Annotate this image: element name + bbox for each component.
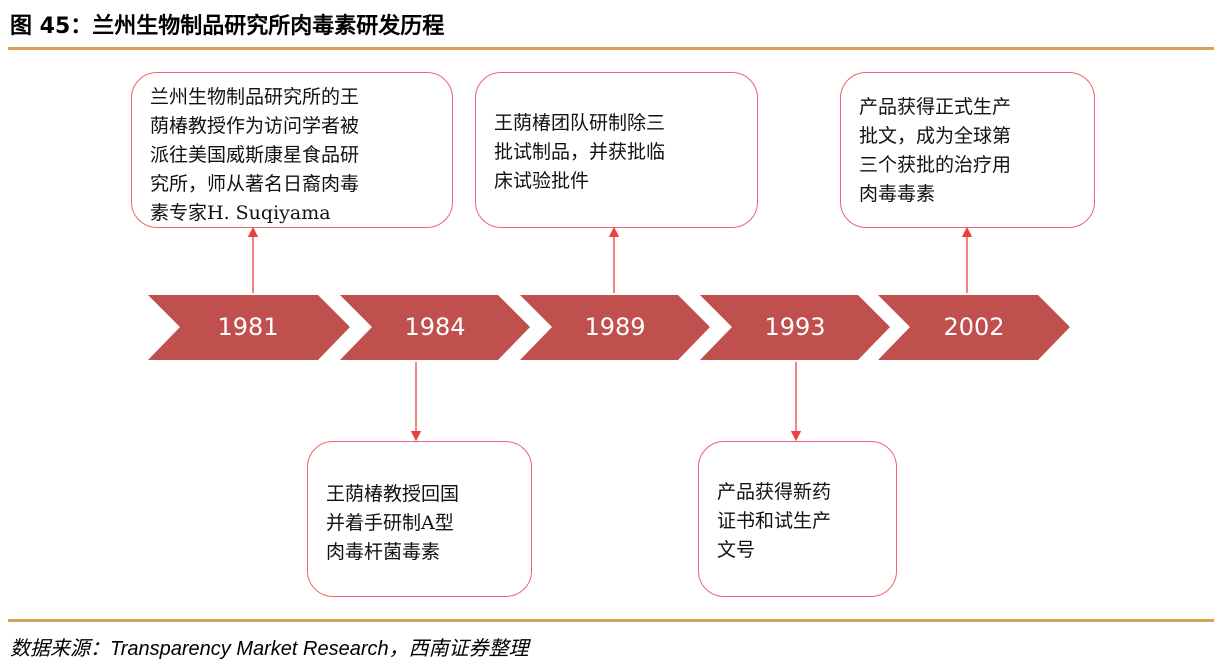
chevron-1989 [520, 295, 710, 360]
chevron-1981 [148, 295, 350, 360]
event-text: 王荫椿团队研制除三 [494, 112, 666, 134]
figure-title: 图 45：兰州生物制品研究所肉毒素研发历程 [10, 14, 445, 39]
event-text: 文号 [717, 539, 756, 561]
year-label: 1989 [584, 313, 646, 341]
event-text: 产品获得新药 [717, 481, 832, 503]
chevron-1993 [700, 295, 890, 360]
event-text: 批文，成为全球第 [859, 125, 1012, 147]
event-text: 究所，师从著名日裔肉毒 [150, 173, 360, 195]
bottom-rule [8, 619, 1214, 622]
year-label: 1981 [217, 313, 279, 341]
event-text: 王荫椿教授回国 [326, 483, 460, 505]
event-text: 素专家H. Suqiyama [150, 202, 331, 224]
event-text: 并着手研制A型 [326, 512, 454, 534]
event-text: 床试验批件 [494, 170, 590, 192]
event-text: 兰州生物制品研究所的王 [150, 86, 360, 108]
event-box-1981: 兰州生物制品研究所的王 荫椿教授作为访问学者被 派往美国威斯康星食品研 究所，师… [131, 72, 453, 228]
event-box-1993: 产品获得新药 证书和试生产 文号 [698, 441, 897, 597]
top-rule [8, 47, 1214, 50]
source-note: 数据来源：Transparency Market Research，西南证券整理 [10, 638, 529, 660]
chevron-1984 [340, 295, 530, 360]
chevron-2002 [878, 295, 1070, 360]
event-text: 肉毒杆菌毒素 [326, 541, 441, 563]
event-text: 证书和试生产 [717, 510, 832, 532]
event-text: 批试制品，并获批临 [494, 141, 666, 163]
year-label: 1993 [764, 313, 826, 341]
event-box-2002: 产品获得正式生产 批文，成为全球第 三个获批的治疗用 肉毒毒素 [840, 72, 1095, 228]
event-text: 荫椿教授作为访问学者被 [150, 115, 360, 137]
event-box-1984: 王荫椿教授回国 并着手研制A型 肉毒杆菌毒素 [307, 441, 532, 597]
event-text: 派往美国威斯康星食品研 [150, 144, 360, 166]
event-text: 三个获批的治疗用 [859, 154, 1012, 176]
event-box-1989: 王荫椿团队研制除三 批试制品，并获批临 床试验批件 [475, 72, 758, 228]
year-label: 2002 [943, 313, 1005, 341]
year-label: 1984 [404, 313, 466, 341]
event-text: 产品获得正式生产 [859, 96, 1012, 118]
event-text: 肉毒毒素 [859, 183, 936, 205]
